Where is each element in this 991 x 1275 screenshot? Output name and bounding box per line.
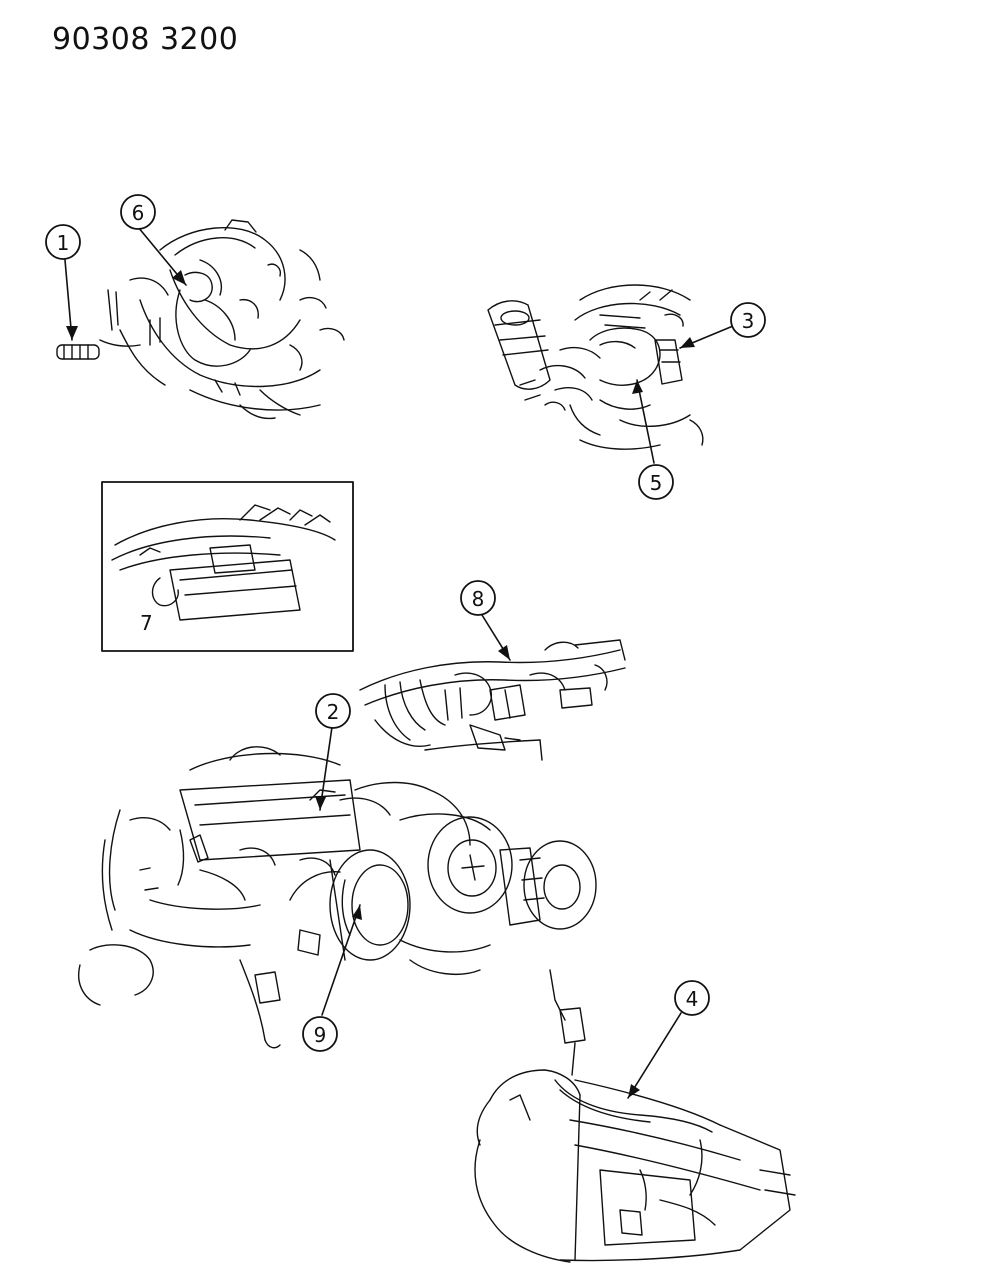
callout-circle-5	[638, 464, 674, 500]
arrowhead-5	[632, 380, 643, 394]
arrowhead-6	[172, 270, 186, 285]
arrowhead-4	[628, 1084, 640, 1098]
leader-9	[321, 904, 361, 1016]
engine-top-left-view	[99, 219, 345, 420]
callout-1: 1	[57, 231, 70, 255]
leader-5	[636, 379, 655, 464]
arrowhead-2	[315, 796, 326, 810]
diagram-part-code: 90308 3200	[52, 22, 239, 57]
callout-5: 5	[650, 471, 663, 495]
inset-label-7: 7	[140, 611, 153, 635]
arrowhead-1	[66, 326, 78, 340]
leader-4	[627, 1012, 682, 1099]
callout-circle-1	[45, 224, 81, 260]
callout-9: 9	[314, 1023, 327, 1047]
callout-4: 4	[686, 987, 699, 1011]
transmission-view	[474, 969, 796, 1263]
callout-circle-3	[730, 302, 766, 338]
arrowhead-9	[352, 905, 362, 920]
callout-circle-9	[302, 1016, 338, 1052]
hose-part-1	[56, 344, 100, 360]
callout-3: 3	[742, 309, 755, 333]
callout-8: 8	[472, 587, 485, 611]
leader-2	[319, 726, 333, 811]
main-engine-assembly-view	[78, 746, 597, 1049]
callout-2: 2	[327, 700, 340, 724]
engine-top-right-view	[487, 284, 704, 450]
inset-box-7	[101, 481, 354, 652]
callout-circle-6	[120, 194, 156, 230]
harness-assembly-view	[359, 639, 626, 761]
callout-circle-8	[460, 580, 496, 616]
callout-circle-2	[315, 693, 351, 729]
callout-circle-4	[674, 980, 710, 1016]
arrowhead-3	[680, 337, 695, 348]
arrowhead-8	[498, 645, 510, 660]
callout-6: 6	[132, 201, 145, 225]
